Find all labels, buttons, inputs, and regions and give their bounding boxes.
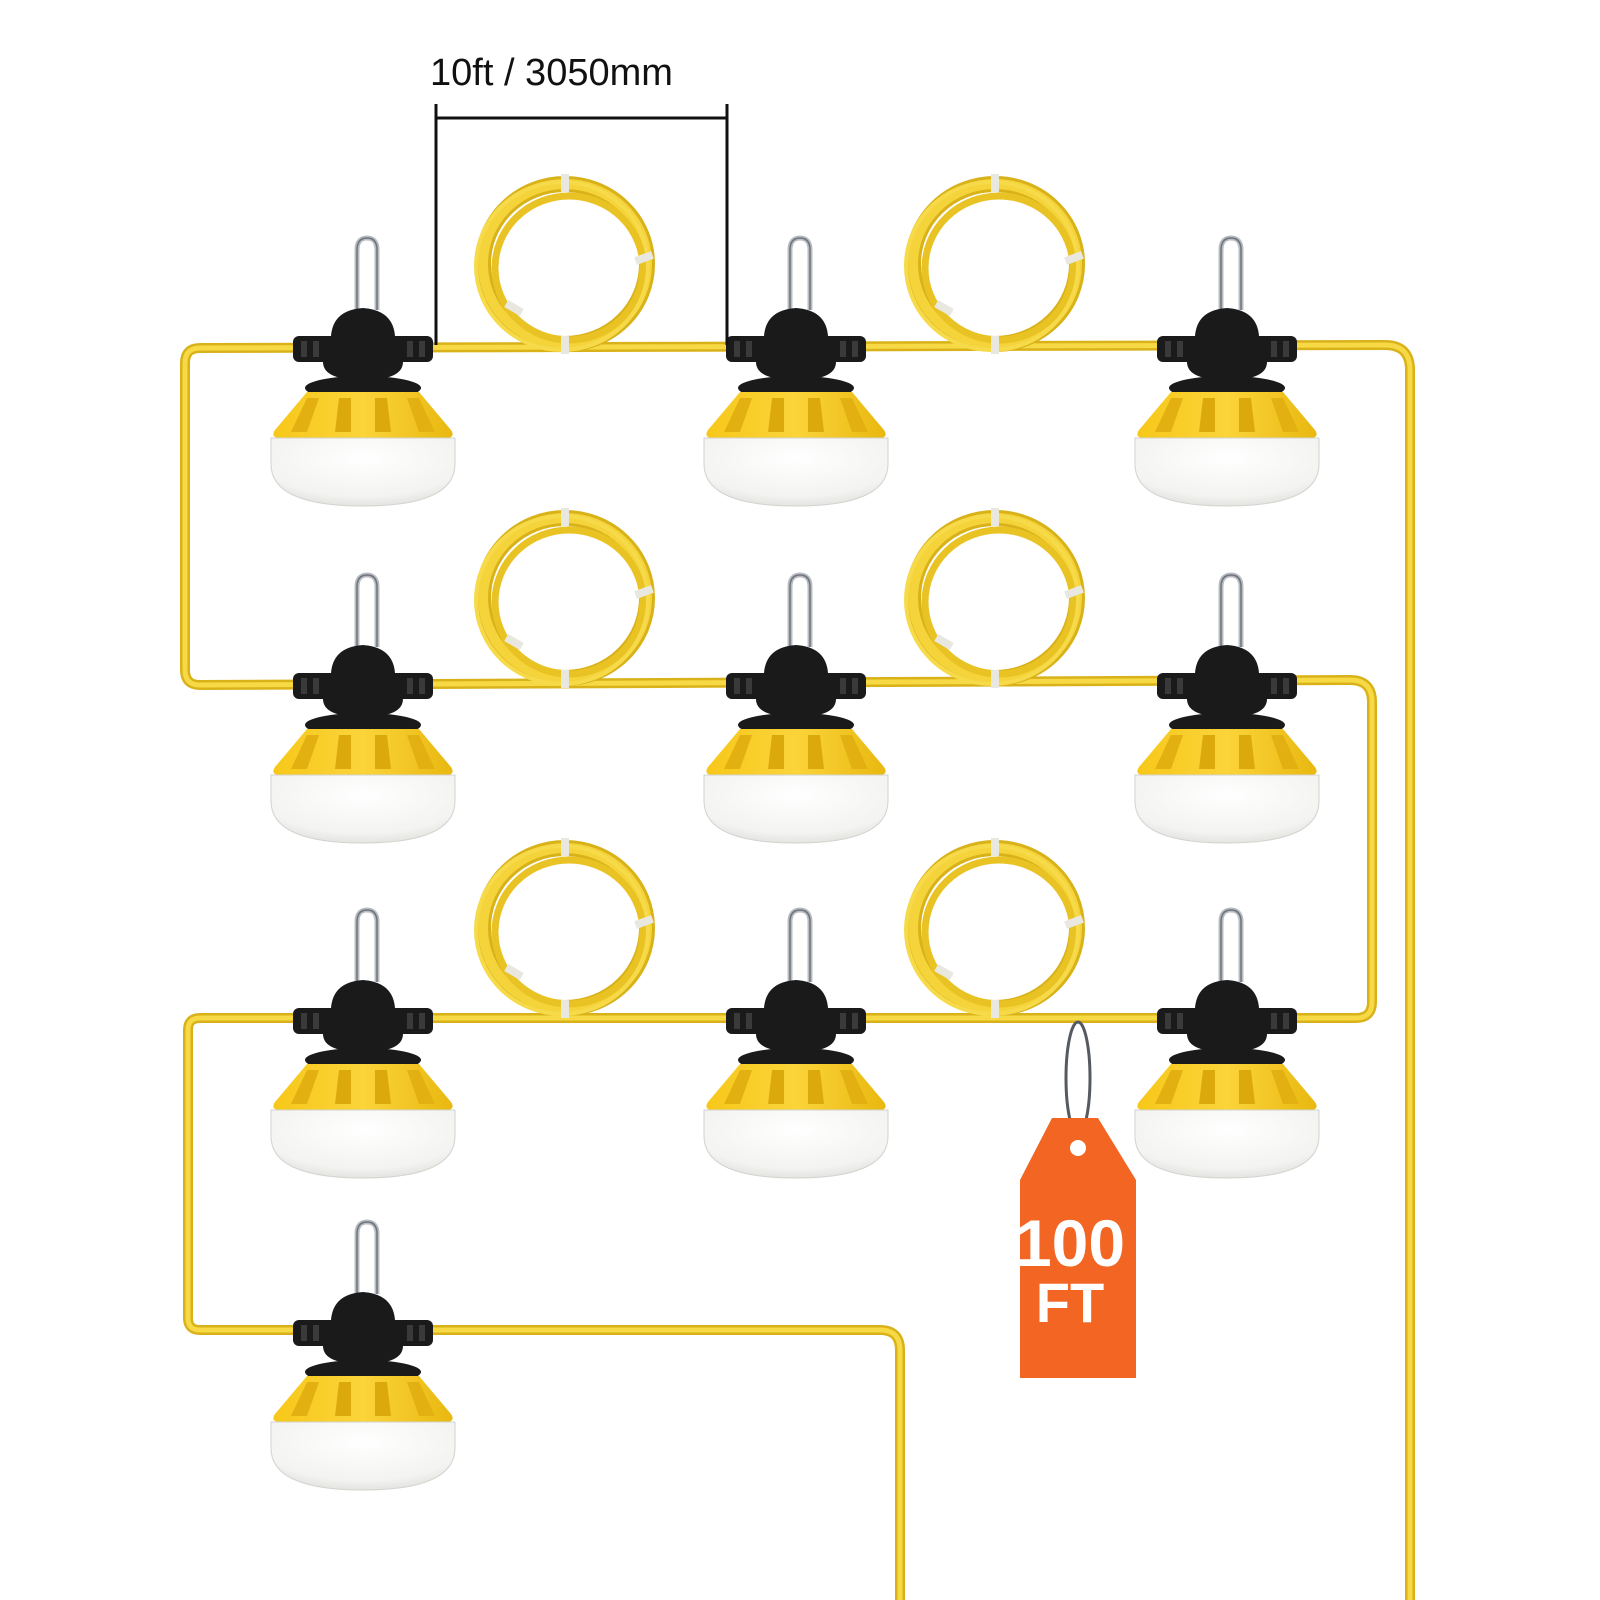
light-fixture [1135,238,1319,506]
light-fixture [271,910,455,1178]
cord-coil [476,838,654,1018]
light-fixture [271,575,455,843]
cord-coils [476,174,1084,1018]
light-fixture [704,238,888,506]
tag-length-unit: FT [1035,1271,1105,1334]
light-fixture [1135,910,1319,1178]
light-fixture [271,238,455,506]
power-cord [180,340,1415,1600]
light-fixtures [271,238,1319,1490]
light-fixture [1135,575,1319,843]
cord-coil [906,174,1084,354]
cord-coil [476,174,654,354]
cord-coil [906,838,1084,1018]
light-fixture [271,1222,455,1490]
light-fixture [704,575,888,843]
dimension-bracket [434,104,729,345]
length-tag [1020,1020,1136,1378]
dimension-label: 10ft / 3050mm [430,52,673,94]
cord-coil [476,508,654,688]
light-fixture [704,910,888,1178]
cord-coil [906,508,1084,688]
tag-length-value: 100 [1014,1206,1126,1280]
